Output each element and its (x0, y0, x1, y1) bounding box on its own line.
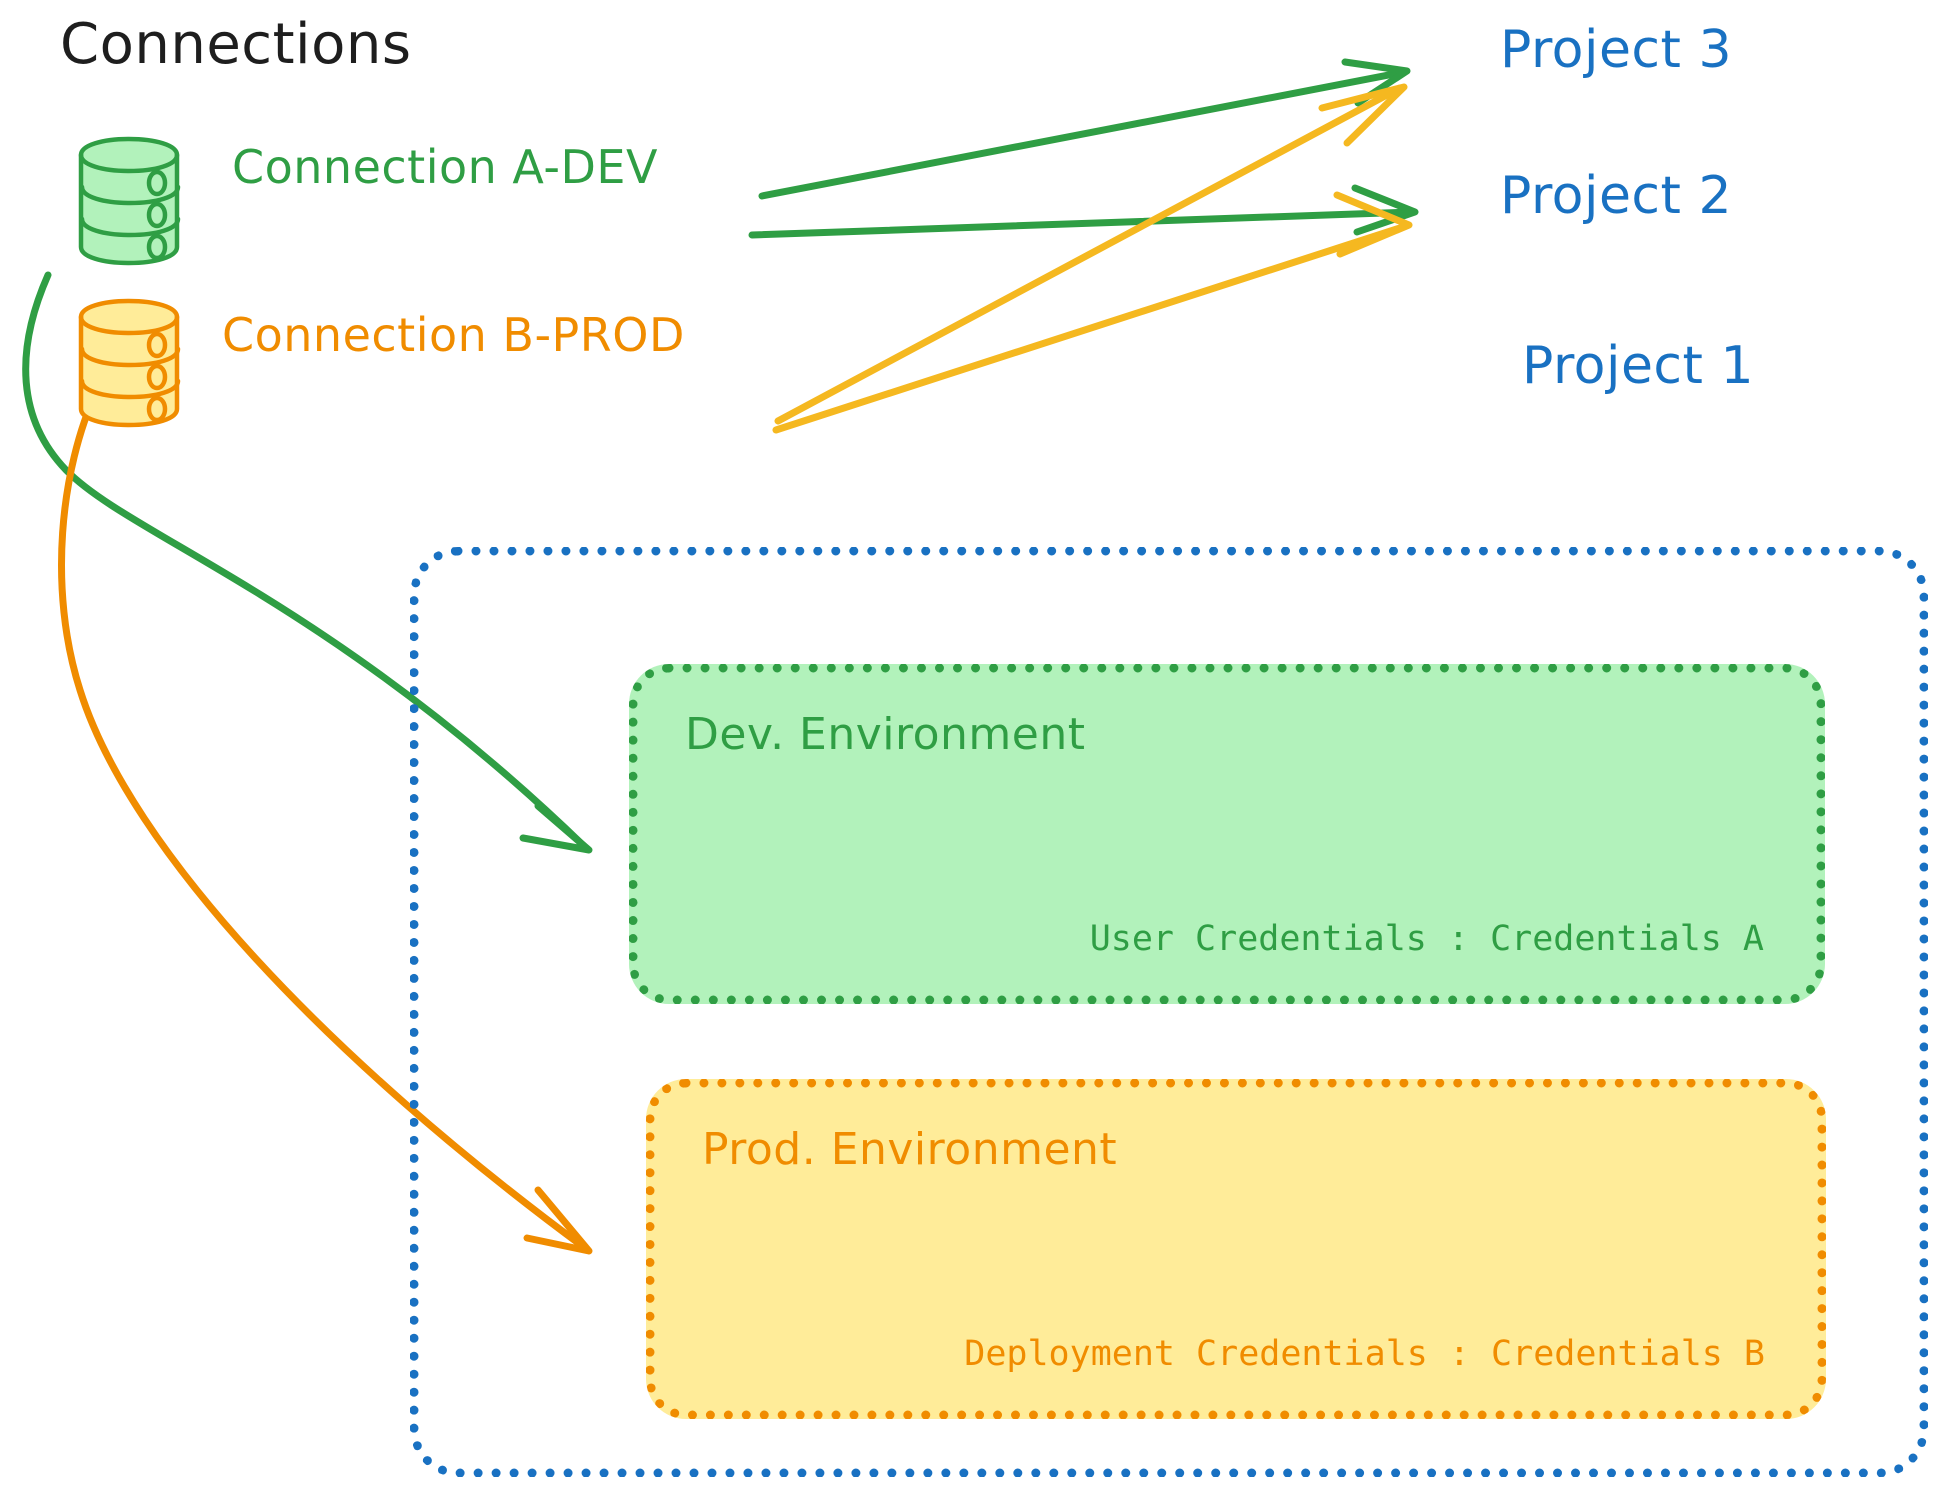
project-1-label: Project 1 (1522, 336, 1755, 396)
edge-b-prod-to-project-2 (772, 191, 1413, 434)
prod-environment-box: Prod. Environment Deployment Credentials… (646, 1079, 1826, 1419)
connection-a-dev-label: Connection A-DEV (232, 140, 658, 194)
prod-environment-credentials: Deployment Credentials : Credentials B (964, 1334, 1765, 1374)
edge-b-prod-to-project-3 (774, 83, 1408, 425)
prod-environment-title: Prod. Environment (702, 1124, 1118, 1175)
project-2-label: Project 2 (1500, 166, 1733, 226)
dev-environment-credentials: User Credentials : Credentials A (1089, 919, 1764, 959)
connection-b-prod-label: Connection B-PROD (222, 308, 685, 362)
database-icon (75, 135, 185, 267)
page-title: Connections (60, 12, 412, 77)
project-1-container: Dev. Environment User Credentials : Cred… (410, 547, 1928, 1477)
dev-environment-title: Dev. Environment (685, 709, 1086, 760)
project-3-label: Project 3 (1500, 20, 1733, 80)
edge-a-dev-to-project-2 (748, 184, 1419, 239)
database-icon (75, 297, 185, 429)
edge-a-dev-to-project-3 (758, 58, 1411, 200)
dev-environment-box: Dev. Environment User Credentials : Cred… (629, 664, 1825, 1004)
